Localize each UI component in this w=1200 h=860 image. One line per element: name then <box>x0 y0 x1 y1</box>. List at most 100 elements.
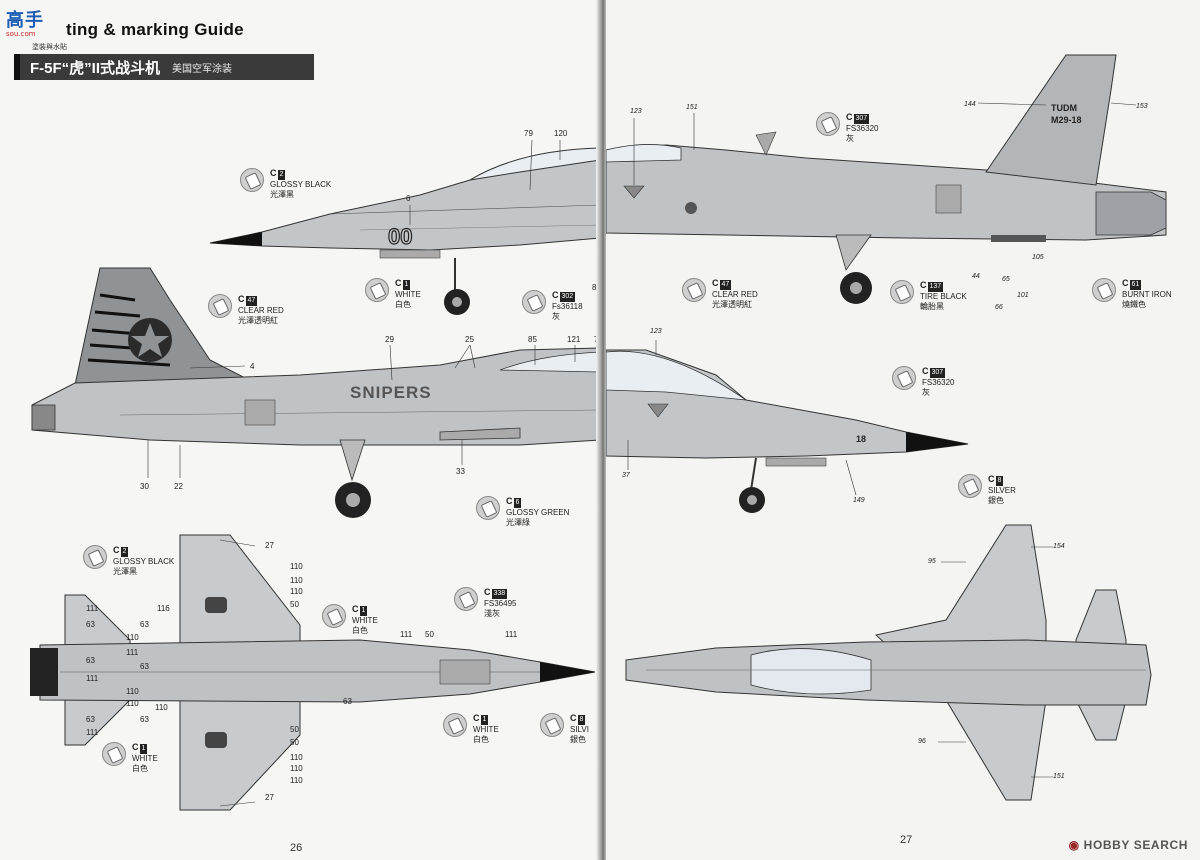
paint-bottle-icon <box>958 474 982 498</box>
part-no: 120 <box>554 129 568 138</box>
paint-bottle-icon <box>365 278 389 302</box>
part-no: 110 <box>126 633 139 642</box>
part-no: 63 <box>86 656 95 665</box>
paint-bottle-icon <box>83 545 107 569</box>
tail-code: TUDM <box>1051 103 1077 113</box>
part-no: 63 <box>140 620 149 629</box>
part-no: 110 <box>126 699 139 708</box>
plan-view-underside <box>30 534 596 811</box>
part-no: 151 <box>686 104 698 111</box>
part-no: 111 <box>400 630 413 639</box>
left-drawings: 00 SNIPERS <box>30 139 600 811</box>
part-no: 105 <box>1032 254 1044 261</box>
part-no: 79 <box>524 129 533 138</box>
part-no: 50 <box>425 630 434 639</box>
paint-bottle-icon <box>682 278 706 302</box>
part-no: 22 <box>174 482 183 491</box>
part-no: 110 <box>290 576 303 585</box>
part-no: 37 <box>622 472 630 479</box>
part-no: 29 <box>385 335 394 344</box>
leader-lines-left <box>147 139 576 807</box>
part-no: 65 <box>1002 276 1010 283</box>
site-logo-glyph: 高手 <box>6 10 44 31</box>
part-no: 63 <box>86 620 95 629</box>
left-page: 高手 sou.com ting & marking Guide 塗裝與水貼 F-… <box>0 0 600 860</box>
paint-bottle-icon <box>522 290 546 314</box>
footer-logo-text: HOBBY SEARCH <box>1083 838 1188 852</box>
part-no: 111 <box>126 648 139 657</box>
part-no: 153 <box>1136 103 1148 110</box>
part-no: 8 <box>592 283 597 292</box>
squadron-text: SNIPERS <box>350 383 432 402</box>
part-no: 110 <box>126 687 139 696</box>
paint-bottle-icon <box>890 280 914 304</box>
part-no: 95 <box>928 558 936 565</box>
part-no: 25 <box>465 335 474 344</box>
part-no: 85 <box>528 335 537 344</box>
paint-bottle-icon <box>1092 278 1116 302</box>
paint-bottle-icon <box>454 587 478 611</box>
part-no: 110 <box>290 753 303 762</box>
part-no: 27 <box>265 793 274 802</box>
part-no: 50 <box>290 725 299 734</box>
paint-bottle-icon <box>892 366 916 390</box>
plan-view-top <box>625 524 1152 801</box>
part-no: 151 <box>1053 773 1065 780</box>
part-no: 154 <box>1053 543 1065 550</box>
part-no: 30 <box>140 482 149 491</box>
part-no: 27 <box>265 541 274 550</box>
part-no: 50 <box>290 600 299 609</box>
tail-serial: M29-18 <box>1051 115 1082 125</box>
paint-bottle-icon <box>102 742 126 766</box>
part-no: 116 <box>157 604 170 613</box>
part-no: 66 <box>995 304 1003 311</box>
side-profile-rear-middle: SNIPERS <box>31 267 600 518</box>
scheme-name: 美国空军涂装 <box>172 63 232 75</box>
side-profile-front-middle: 18 <box>606 349 969 513</box>
part-no: 101 <box>1017 292 1029 299</box>
part-no: 121 <box>567 335 581 344</box>
part-no: 6 <box>406 194 411 203</box>
part-no: 50 <box>290 738 299 747</box>
part-no: 111 <box>86 674 99 683</box>
nose-number: 18 <box>856 434 866 444</box>
leader-lines-right <box>627 102 1137 778</box>
part-no: 110 <box>155 703 168 712</box>
part-no: 110 <box>290 776 303 785</box>
hobby-search-icon: ◉ <box>1068 838 1080 852</box>
site-logo-url: sou.com <box>6 30 36 38</box>
side-profile-front-upper: 00 <box>209 147 600 315</box>
part-no: 110 <box>290 587 303 596</box>
part-no: 123 <box>630 108 642 115</box>
part-no: 4 <box>250 362 255 371</box>
paint-bottle-icon <box>816 112 840 136</box>
part-no: 110 <box>290 562 303 571</box>
guide-title: ting & marking Guide <box>66 20 244 39</box>
part-no: 63 <box>140 715 149 724</box>
right-page: TUDM M29-18 18 <box>606 0 1200 860</box>
paint-bottle-icon <box>208 294 232 318</box>
paint-bottle-icon <box>322 604 346 628</box>
part-no: 33 <box>456 467 465 476</box>
page-number-left: 26 <box>290 842 303 854</box>
part-no: 110 <box>290 764 303 773</box>
paint-bottle-icon <box>443 713 467 737</box>
part-no: 149 <box>853 497 865 504</box>
part-no: 123 <box>650 328 662 335</box>
right-drawings: TUDM M29-18 18 <box>606 54 1167 801</box>
side-profile-rear-upper: TUDM M29-18 <box>606 54 1167 304</box>
